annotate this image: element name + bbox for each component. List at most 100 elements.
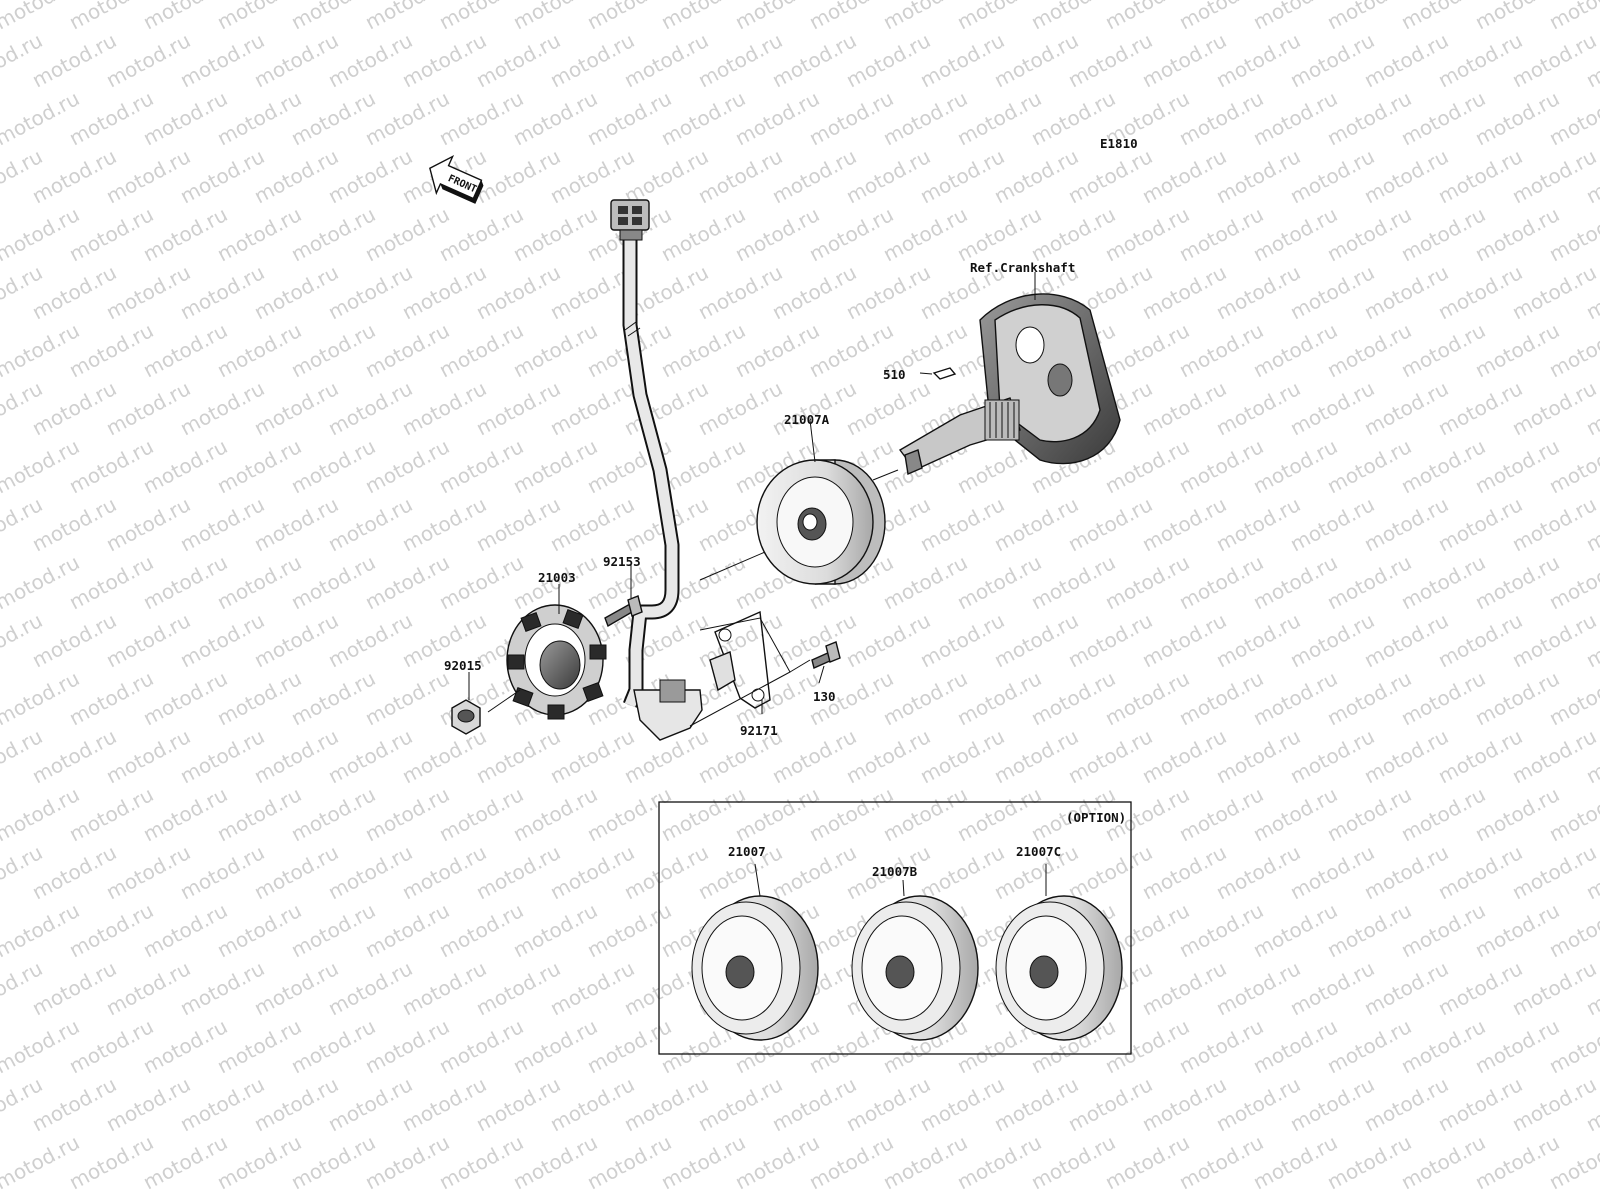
callout-21007: 21007 xyxy=(728,844,766,859)
watermark-text: motod.ru xyxy=(1360,724,1452,788)
watermark-text: motod.ru xyxy=(435,550,527,614)
watermark-text: motod.ru xyxy=(1175,666,1267,730)
watermark-text: motod.ru xyxy=(583,86,675,150)
watermark-text: motod.ru xyxy=(1434,956,1526,1020)
watermark-text: motod.ru xyxy=(1286,724,1378,788)
watermark-text: motod.ru xyxy=(472,260,564,324)
watermark-text: motod.ru xyxy=(139,202,231,266)
watermark-text: motod.ru xyxy=(1397,1130,1489,1194)
watermark-text: motod.ru xyxy=(620,840,712,904)
watermark-text: motod.ru xyxy=(250,144,342,208)
watermark-text: motod.ru xyxy=(361,898,453,962)
watermark-text: motod.ru xyxy=(28,260,120,324)
watermark-text: motod.ru xyxy=(1508,724,1600,788)
watermark-text: motod.ru xyxy=(1323,666,1415,730)
watermark-text: motod.ru xyxy=(1471,318,1563,382)
watermark-text: motod.ru xyxy=(139,318,231,382)
watermark-text: motod.ru xyxy=(324,492,416,556)
watermark-text: motod.ru xyxy=(472,1072,564,1136)
watermark-text: motod.ru xyxy=(546,376,638,440)
watermark-text: motod.ru xyxy=(1397,550,1489,614)
watermark-text: motod.ru xyxy=(102,260,194,324)
watermark-text: motod.ru xyxy=(1101,318,1193,382)
watermark-text: motod.ru xyxy=(842,28,934,92)
rotor-21007a xyxy=(756,459,886,585)
watermark-text: motod.ru xyxy=(472,492,564,556)
watermark-text: motod.ru xyxy=(361,1014,453,1078)
watermark-text: motod.ru xyxy=(1508,840,1600,904)
watermark-text: motod.ru xyxy=(1175,434,1267,498)
watermark-text: motod.ru xyxy=(287,318,379,382)
watermark-text: motod.ru xyxy=(398,28,490,92)
watermark-text: motod.ru xyxy=(620,28,712,92)
watermark-text: motod.ru xyxy=(102,840,194,904)
rotor-21007 xyxy=(691,895,819,1041)
watermark-text: motod.ru xyxy=(768,840,860,904)
watermark-text: motod.ru xyxy=(1249,1130,1341,1194)
callout-130: 130 xyxy=(813,689,836,704)
watermark-text: motod.ru xyxy=(1175,202,1267,266)
watermark-text: motod.ru xyxy=(250,492,342,556)
watermark-text: motod.ru xyxy=(213,434,305,498)
nut xyxy=(451,699,481,735)
watermark-text: motod.ru xyxy=(287,434,379,498)
watermark-text: motod.ru xyxy=(324,1072,416,1136)
watermark-text: motod.ru xyxy=(1545,0,1600,34)
watermark-text: motod.ru xyxy=(139,1014,231,1078)
watermark-text: motod.ru xyxy=(176,144,268,208)
watermark-text: motod.ru xyxy=(509,1014,601,1078)
watermark-text: motod.ru xyxy=(842,144,934,208)
watermark-text: motod.ru xyxy=(1175,898,1267,962)
watermark-text: motod.ru xyxy=(916,840,1008,904)
watermark-text: motod.ru xyxy=(1212,1072,1304,1136)
watermark-text: motod.ru xyxy=(768,260,860,324)
watermark-text: motod.ru xyxy=(879,666,971,730)
watermark-text: motod.ru xyxy=(1027,666,1119,730)
watermark-text: motod.ru xyxy=(361,782,453,846)
watermark-text: motod.ru xyxy=(879,202,971,266)
watermark-text: motod.ru xyxy=(435,898,527,962)
watermark-text: motod.ru xyxy=(842,260,934,324)
watermark-text: motod.ru xyxy=(1249,550,1341,614)
watermark-text: motod.ru xyxy=(139,782,231,846)
watermark-text: motod.ru xyxy=(28,724,120,788)
watermark-text: motod.ru xyxy=(324,376,416,440)
watermark-text: motod.ru xyxy=(694,1072,786,1136)
watermark-text: motod.ru xyxy=(731,86,823,150)
watermark-text: motod.ru xyxy=(990,1072,1082,1136)
watermark-text: motod.ru xyxy=(546,724,638,788)
watermark-text: motod.ru xyxy=(324,724,416,788)
watermark-text: motod.ru xyxy=(435,86,527,150)
watermark-text: motod.ru xyxy=(1064,144,1156,208)
watermark-text: motod.ru xyxy=(250,1072,342,1136)
watermark-text: motod.ru xyxy=(1212,260,1304,324)
watermark-text: motod.ru xyxy=(509,86,601,150)
watermark-text: motod.ru xyxy=(213,898,305,962)
watermark-text: motod.ru xyxy=(472,956,564,1020)
watermark-text: motod.ru xyxy=(287,86,379,150)
watermark-text: motod.ru xyxy=(1212,376,1304,440)
watermark-text: motod.ru xyxy=(139,86,231,150)
ref-crankshaft-label: Ref.Crankshaft xyxy=(970,260,1075,275)
watermark-text: motod.ru xyxy=(1138,492,1230,556)
watermark-text: motod.ru xyxy=(324,956,416,1020)
watermark-text: motod.ru xyxy=(1397,1014,1489,1078)
watermark-text: motod.ru xyxy=(1175,550,1267,614)
watermark-text: motod.ru xyxy=(139,898,231,962)
watermark-text: motod.ru xyxy=(1249,782,1341,846)
watermark-text: motod.ru xyxy=(1138,260,1230,324)
watermark-text: motod.ru xyxy=(805,202,897,266)
watermark-text: motod.ru xyxy=(1175,782,1267,846)
watermark-text: motod.ru xyxy=(768,724,860,788)
watermark-text: motod.ru xyxy=(1175,86,1267,150)
watermark-text: motod.ru xyxy=(102,144,194,208)
watermark-text: motod.ru xyxy=(472,144,564,208)
watermark-text: motod.ru xyxy=(1360,956,1452,1020)
watermark-text: motod.ru xyxy=(546,492,638,556)
callout-92015: 92015 xyxy=(444,658,482,673)
watermark-text: motod.ru xyxy=(1508,28,1600,92)
watermark-text: motod.ru xyxy=(509,202,601,266)
watermark-text: motod.ru xyxy=(1508,376,1600,440)
watermark-text: motod.ru xyxy=(213,318,305,382)
watermark-text: motod.ru xyxy=(324,144,416,208)
